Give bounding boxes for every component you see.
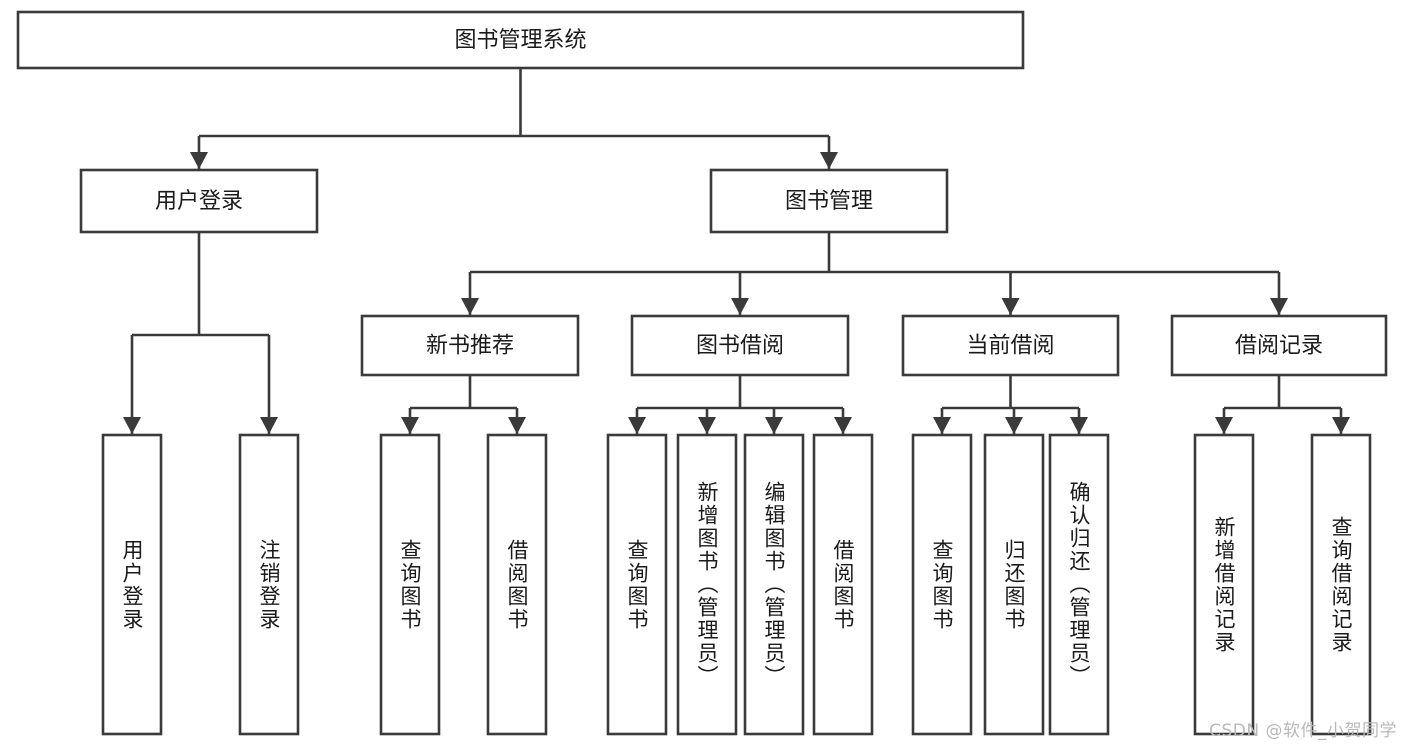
arrow-head-leaf-query-book-3 bbox=[933, 417, 951, 434]
node-leaf-edit-book[interactable] bbox=[743, 433, 805, 736]
node-leaf-add-record[interactable] bbox=[1193, 433, 1255, 736]
node-current-borrow[interactable] bbox=[901, 314, 1120, 377]
node-current-borrow-label: 当前借阅 bbox=[966, 334, 1054, 359]
node-leaf-add-book[interactable] bbox=[676, 433, 738, 736]
arrow-head-book-borrow bbox=[731, 298, 749, 315]
arrow-head-leaf-query-book-2 bbox=[628, 417, 646, 434]
arrow-head-leaf-query-book-1 bbox=[401, 417, 419, 434]
node-borrow-record[interactable] bbox=[1170, 314, 1388, 377]
node-leaf-logout-login[interactable] bbox=[238, 433, 300, 736]
arrow-head-user-login bbox=[190, 152, 208, 169]
arrow-head-leaf-add-book bbox=[698, 417, 716, 434]
node-leaf-user-login[interactable] bbox=[101, 433, 163, 736]
connectors-layer bbox=[123, 68, 1350, 434]
node-root-label: 图书管理系统 bbox=[454, 28, 586, 53]
node-book-manage-label: 图书管理 bbox=[785, 189, 873, 214]
arrow-head-leaf-query-record bbox=[1332, 417, 1350, 434]
node-root[interactable] bbox=[16, 10, 1025, 70]
watermark: CSDN @软件_小贺同学 bbox=[1209, 721, 1397, 741]
node-book-borrow[interactable] bbox=[630, 314, 850, 377]
arrow-head-leaf-confirm-return bbox=[1070, 417, 1088, 434]
node-user-login[interactable] bbox=[79, 168, 319, 234]
node-leaf-query-book-3[interactable] bbox=[911, 433, 973, 736]
node-book-manage[interactable] bbox=[709, 168, 949, 234]
arrow-head-new-book-recommend bbox=[461, 298, 479, 315]
node-leaf-query-book-1[interactable] bbox=[379, 433, 441, 736]
arrow-head-leaf-borrow-book-1 bbox=[508, 417, 526, 434]
node-leaf-query-record[interactable] bbox=[1310, 433, 1372, 736]
node-leaf-return-book[interactable] bbox=[983, 433, 1045, 736]
node-leaf-confirm-return[interactable] bbox=[1048, 433, 1110, 736]
node-borrow-record-label: 借阅记录 bbox=[1235, 334, 1323, 359]
arrow-head-leaf-borrow-book-2 bbox=[834, 417, 852, 434]
node-user-login-label: 用户登录 bbox=[155, 189, 243, 214]
arrow-head-leaf-logout-login bbox=[260, 417, 278, 434]
node-leaf-query-book-2[interactable] bbox=[606, 433, 668, 736]
arrow-head-leaf-user-login bbox=[123, 417, 141, 434]
node-leaf-borrow-book-1[interactable] bbox=[486, 433, 548, 736]
node-new-book-recommend-label: 新书推荐 bbox=[426, 334, 514, 359]
node-new-book-recommend[interactable] bbox=[360, 314, 580, 377]
arrow-head-leaf-edit-book bbox=[765, 417, 783, 434]
node-leaf-borrow-book-2[interactable] bbox=[812, 433, 874, 736]
arrow-head-current-borrow bbox=[1001, 298, 1020, 315]
arrow-head-book-manage bbox=[820, 152, 838, 169]
arrow-head-borrow-record bbox=[1270, 298, 1288, 315]
arrow-head-leaf-add-record bbox=[1215, 417, 1233, 434]
node-book-borrow-label: 图书借阅 bbox=[696, 334, 784, 359]
arrow-head-leaf-return-book bbox=[1005, 417, 1023, 434]
